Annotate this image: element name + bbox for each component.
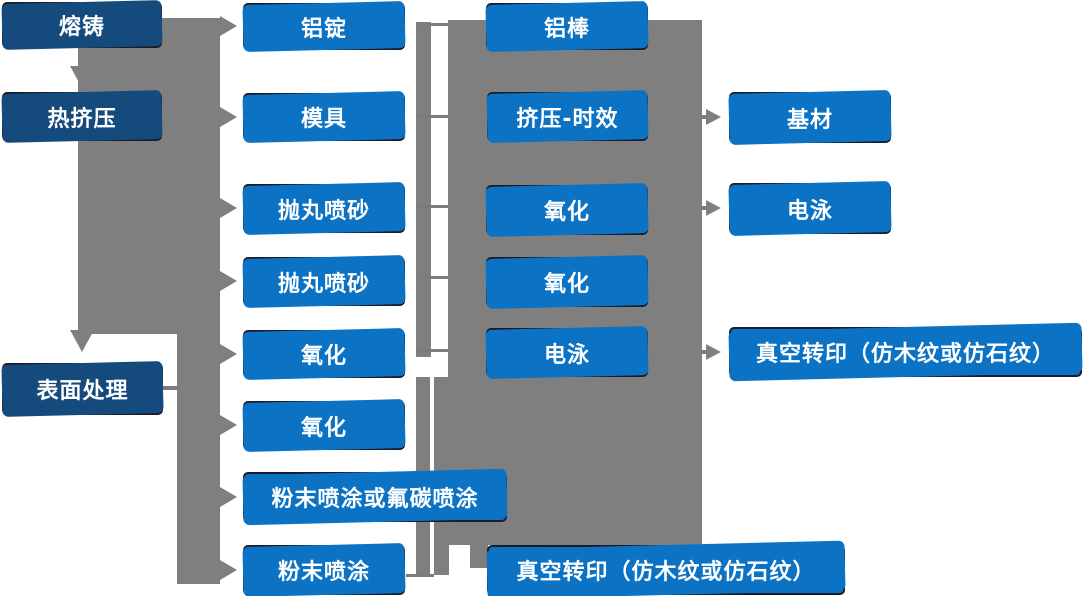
node-oxidation-col2-2: 氧化	[243, 401, 405, 450]
connector-stem	[700, 206, 708, 210]
node-aluminum-rod: 铝棒	[486, 3, 648, 50]
node-shot-blasting-1: 抛丸喷砂	[243, 184, 405, 233]
right-arrow-icon	[220, 487, 237, 507]
connector-rung	[417, 23, 448, 26]
right-arrow-icon	[220, 198, 237, 218]
node-hot-extrusion: 热挤压	[2, 92, 162, 141]
connector-rung	[417, 276, 448, 279]
right-arrow-icon	[706, 344, 721, 360]
node-vacuum-transfer-bottom: 真空转印（仿木纹或仿石纹）	[487, 545, 845, 595]
right-arrow-icon	[706, 109, 721, 125]
right-arrow-icon	[220, 271, 237, 291]
connector-stem	[700, 115, 708, 119]
connector-rung	[417, 205, 448, 208]
node-base-material: 基材	[729, 92, 891, 143]
node-electrophoresis-col4: 电泳	[729, 183, 891, 234]
node-extrusion-aging: 挤压-时效	[487, 92, 648, 141]
right-arrow-icon	[706, 200, 721, 216]
node-shot-blasting-2: 抛丸喷砂	[243, 257, 405, 306]
down-arrow-icon	[70, 330, 94, 352]
right-arrow-icon	[220, 344, 237, 364]
node-powder-or-fluorocarbon-coating: 粉末喷涂或氟碳喷涂	[243, 472, 507, 522]
down-arrow-icon	[70, 66, 94, 88]
connector-left-trunk-lower	[177, 316, 220, 584]
node-melting-casting: 熔铸	[2, 2, 162, 48]
right-arrow-icon	[220, 16, 237, 36]
connector-mid-riser-upper	[416, 22, 431, 357]
node-oxidation-col2-1: 氧化	[243, 330, 405, 378]
right-arrow-icon	[220, 415, 237, 435]
connector-left-trunk	[78, 18, 220, 334]
connector-stub-surface-treatment	[163, 386, 179, 390]
node-oxidation-col3-2: 氧化	[486, 257, 648, 307]
node-powder-coating: 粉末喷涂	[243, 545, 405, 595]
right-arrow-icon	[220, 107, 237, 127]
connector-stem	[700, 350, 708, 354]
connector-rung	[417, 349, 448, 352]
node-aluminum-ingot: 铝锭	[243, 3, 405, 50]
node-electrophoresis-col3: 电泳	[486, 328, 648, 377]
node-surface-treatment: 表面处理	[2, 363, 163, 415]
node-vacuum-transfer-right: 真空转印（仿木纹或仿石纹）	[729, 327, 1082, 377]
right-arrow-icon	[220, 560, 237, 580]
node-mold: 模具	[243, 93, 405, 141]
connector-rung-bottom	[406, 574, 434, 577]
connector-rung	[417, 115, 448, 118]
node-oxidation-col3-1: 氧化	[486, 185, 648, 235]
